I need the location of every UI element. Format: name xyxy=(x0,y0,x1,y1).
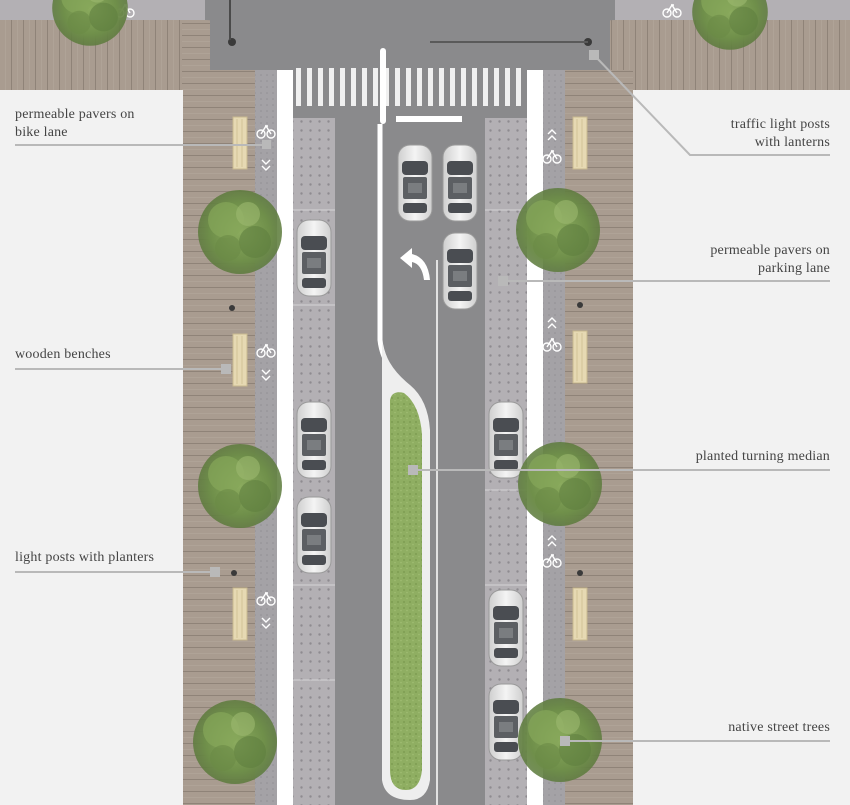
moving-car xyxy=(397,144,433,222)
leader-lines xyxy=(15,54,830,742)
crosswalk xyxy=(296,68,521,106)
label-line: with lanterns xyxy=(754,135,830,150)
wooden-bench xyxy=(572,330,588,384)
wooden-bench xyxy=(572,587,588,641)
street-tree xyxy=(516,188,600,272)
parked-car xyxy=(296,401,332,479)
label-native-street-trees: native street trees xyxy=(728,719,830,737)
label-permeable-pavers-bike-lane: permeable pavers on bike lane xyxy=(15,106,135,142)
chevron-icons xyxy=(261,129,557,629)
street-tree xyxy=(193,700,277,784)
label-traffic-light-posts: traffic light posts with lanterns xyxy=(731,116,830,152)
planted-turning-median xyxy=(390,392,422,790)
label-line: native street trees xyxy=(728,720,830,735)
street-tree xyxy=(198,190,282,274)
label-line: permeable pavers on xyxy=(710,243,830,258)
label-wooden-benches: wooden benches xyxy=(15,346,111,364)
turn-arrow xyxy=(400,248,430,280)
label-line: permeable pavers on xyxy=(15,107,135,122)
parked-car xyxy=(488,401,524,479)
label-planted-turning-median: planted turning median xyxy=(696,448,830,466)
label-permeable-pavers-parking-lane: permeable pavers on parking lane xyxy=(710,242,830,278)
leader-markers xyxy=(210,50,599,746)
parked-car xyxy=(488,589,524,667)
parked-car xyxy=(296,219,332,297)
wooden-bench xyxy=(232,587,248,641)
wooden-bench xyxy=(572,116,588,170)
center-line xyxy=(380,48,386,124)
wooden-bench xyxy=(232,116,248,170)
label-line: wooden benches xyxy=(15,347,111,362)
label-line: planted turning median xyxy=(695,449,830,464)
label-light-posts-with-planters: light posts with planters xyxy=(15,549,154,567)
wooden-bench xyxy=(232,333,248,387)
moving-car xyxy=(442,232,478,310)
parked-car xyxy=(296,496,332,574)
label-line: bike lane xyxy=(15,125,68,140)
moving-car xyxy=(442,144,478,222)
label-line: traffic light posts xyxy=(730,117,830,132)
street-tree xyxy=(518,442,602,526)
parked-car xyxy=(488,683,524,761)
label-line: light posts with planters xyxy=(15,550,155,565)
stop-line xyxy=(396,116,462,122)
street-tree xyxy=(198,444,282,528)
label-line: parking lane xyxy=(758,261,830,276)
